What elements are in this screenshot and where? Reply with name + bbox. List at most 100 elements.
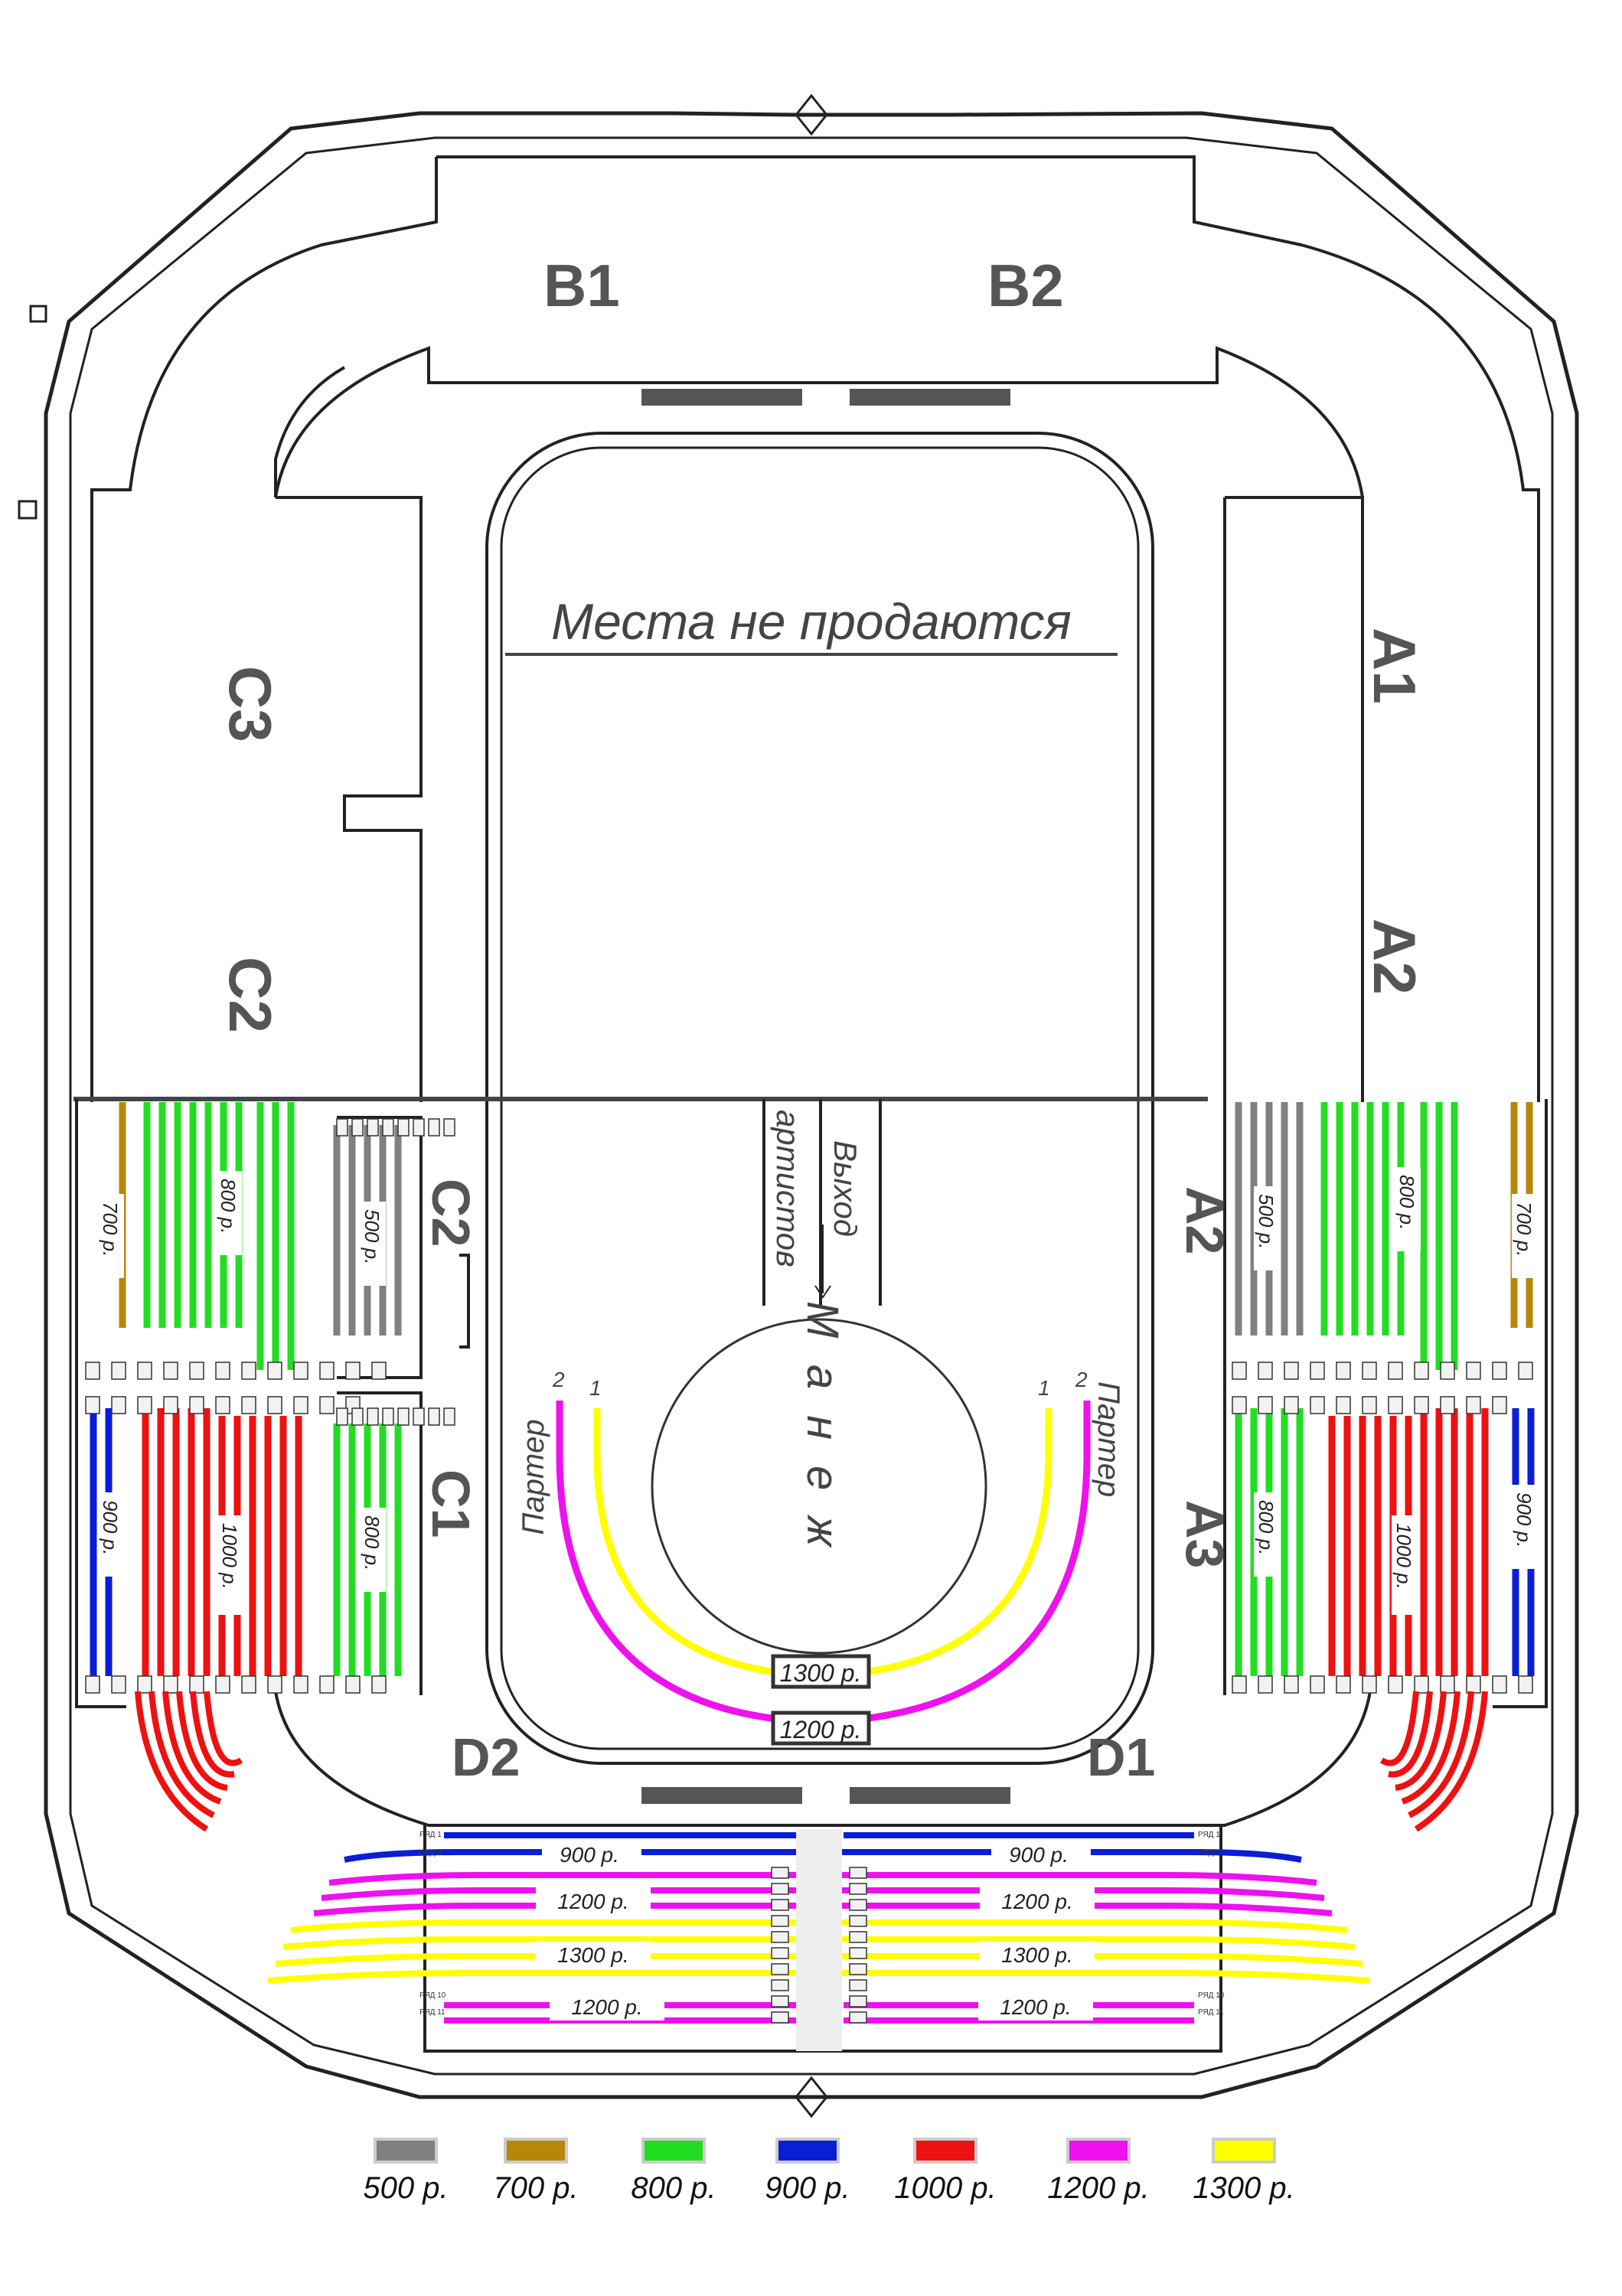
seat-number-box — [215, 1362, 230, 1380]
seat-row-1200 — [321, 1887, 796, 1901]
legend-swatch — [1212, 2138, 1276, 2164]
seat-number-box — [382, 1407, 394, 1426]
seat-number-box — [1440, 1675, 1455, 1694]
seat-number-box — [849, 1947, 867, 1959]
parterre-price-outer-box — [771, 1711, 871, 1746]
price-right-800: 800 р. — [1395, 1175, 1418, 1230]
seat-number-box — [1440, 1396, 1455, 1414]
section-label-b1: B1 — [543, 252, 620, 319]
seat-number-box — [849, 2011, 867, 2024]
seat-number-box — [293, 1362, 308, 1380]
seat-number-box — [111, 1362, 126, 1380]
price-bottom-left-1300: 1300 р. — [557, 1943, 628, 1967]
seat-number-box — [267, 1396, 282, 1414]
seat-number-box — [1518, 1362, 1533, 1380]
row-label-10-left: РЯД 10 — [419, 1991, 446, 2000]
seat-number-box — [345, 1675, 361, 1694]
seat-number-box — [1336, 1675, 1351, 1694]
price-bottom-left-900: 900 р. — [560, 1843, 619, 1867]
legend-swatch — [1066, 2138, 1131, 2164]
seat-number-box — [293, 1675, 308, 1694]
seat-number-box — [1310, 1362, 1325, 1380]
section-label-a2: A2 — [1361, 918, 1428, 995]
seat-number-box — [345, 1362, 361, 1380]
seat-number-box — [1388, 1675, 1403, 1694]
seat-number-box — [771, 2011, 789, 2024]
section-label-c3: C3 — [217, 666, 284, 742]
seat-number-box — [1466, 1396, 1481, 1414]
seat-number-box — [771, 1931, 789, 1943]
seat-number-box — [1414, 1675, 1429, 1694]
seat-number-box — [849, 1867, 867, 1879]
row-label-2-right: РЯД 2 — [1198, 1849, 1220, 1857]
seat-number-box — [137, 1675, 152, 1694]
seat-number-box — [1414, 1362, 1429, 1380]
manege-circle — [651, 1318, 987, 1655]
seat-number-box — [241, 1362, 256, 1380]
price-bottom-right-900: 900 р. — [1009, 1843, 1069, 1867]
seat-number-box — [367, 1118, 379, 1137]
artists-exit-label-1: Выход — [827, 1140, 863, 1237]
seat-number-box — [189, 1396, 204, 1414]
seat-number-box — [1232, 1396, 1247, 1414]
seat-number-box — [1466, 1362, 1481, 1380]
seat-row-1200 — [842, 1872, 1317, 1886]
seat-number-box — [771, 1915, 789, 1927]
seat-number-box — [215, 1675, 230, 1694]
row-label-1-right: РЯД 1 — [1198, 1831, 1220, 1839]
seat-number-box — [413, 1407, 425, 1426]
seat-number-box — [189, 1675, 204, 1694]
seat-number-box — [85, 1675, 100, 1694]
seat-number-box — [351, 1407, 364, 1426]
seat-number-box — [215, 1396, 230, 1414]
artists-exit-label-2: артистов — [770, 1110, 806, 1267]
seat-number-box — [1440, 1362, 1455, 1380]
seat-row-1200 — [842, 1903, 1333, 1916]
seat-row-1300 — [842, 1953, 1363, 1967]
seat-number-box — [1336, 1362, 1351, 1380]
seat-row-900 — [344, 1849, 796, 1863]
legend-swatch — [504, 2138, 568, 2164]
seat-number-box — [771, 1867, 789, 1879]
seat-number-box — [428, 1118, 440, 1137]
right-block-outline — [1223, 1099, 1548, 1708]
seat-number-box — [1492, 1362, 1507, 1380]
price-left-900: 900 р. — [99, 1500, 122, 1555]
seat-number-box — [1258, 1362, 1273, 1380]
parterre-row-1-left: 1 — [589, 1376, 602, 1400]
seat-number-box — [189, 1362, 204, 1380]
seat-number-box — [771, 1995, 789, 2007]
seat-row-1000-curve — [162, 1691, 222, 1805]
bottom-price-labels: 900 р. 900 р. 1200 р. 1200 р. 1300 р. 13… — [536, 1841, 1095, 2020]
seat-number-box — [849, 1931, 867, 1943]
seat-number-box — [163, 1362, 178, 1380]
seat-row-1300 — [842, 1936, 1356, 1950]
seat-number-box — [1362, 1362, 1377, 1380]
section-label-c2-lower: C2 — [421, 1179, 481, 1247]
price-bottom-right-1200: 1200 р. — [1001, 1890, 1072, 1913]
legend-label: 1300 р. — [1193, 2171, 1294, 2205]
seat-number-box — [267, 1675, 282, 1694]
row-label-10-right: РЯД 10 — [1198, 1991, 1225, 2000]
seat-number-box — [771, 1947, 789, 1959]
seat-number-box — [1414, 1396, 1429, 1414]
seat-number-box — [1284, 1396, 1299, 1414]
seat-number-box — [1362, 1396, 1377, 1414]
price-left-1000: 1000 р. — [218, 1523, 241, 1590]
seat-number-box — [1362, 1675, 1377, 1694]
outer-building — [44, 111, 1579, 2099]
seat-number-box — [85, 1362, 100, 1380]
arena-floor — [73, 432, 1208, 1765]
seat-number-box — [163, 1396, 178, 1414]
section-label-b2: B2 — [987, 252, 1064, 319]
parterre-row-2-left: 2 — [552, 1368, 565, 1391]
entrance-marks — [18, 93, 828, 2118]
seat-row-1300 — [267, 1970, 796, 1984]
seat-row-1300 — [275, 1953, 796, 1967]
seat-row-1300 — [842, 1970, 1371, 1984]
seat-number-box — [1466, 1675, 1481, 1694]
seat-number-box — [849, 1883, 867, 1895]
seat-row-1000-curve — [148, 1691, 215, 1818]
parterre-price-inner: 1300 р. — [780, 1659, 862, 1687]
parterre-price-outer: 1200 р. — [780, 1716, 862, 1743]
